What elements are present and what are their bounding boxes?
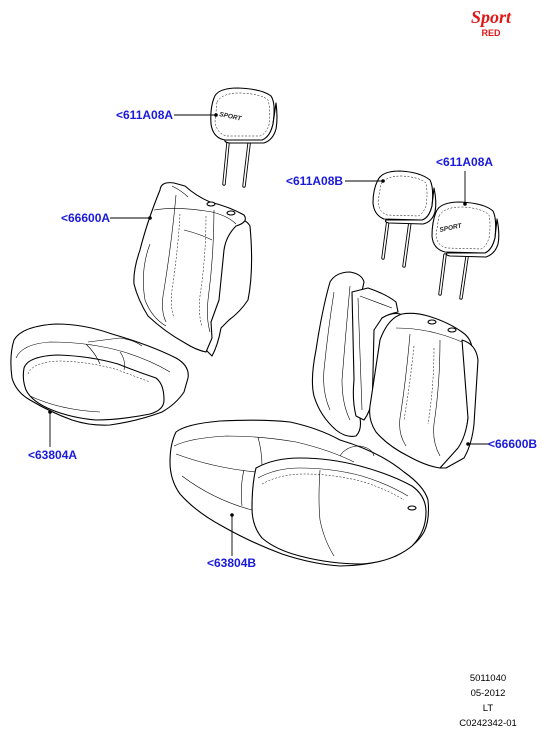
dot-cushion-rear [230, 513, 234, 517]
front-headrest-embroidery: SPORT [219, 111, 243, 123]
label-cushion-rear[interactable]: <63804B [207, 556, 256, 570]
rear-cushion-illustration[interactable] [169, 419, 430, 567]
logo-sub: RED [481, 28, 501, 38]
front-seatback-illustration[interactable] [133, 182, 253, 357]
drawing-code: 5011040 [469, 673, 507, 684]
label-cushion-front[interactable]: <63804A [28, 448, 77, 462]
rear-center-headrest-illustration[interactable] [372, 170, 437, 268]
sport-red-logo: Sport RED [461, 7, 521, 39]
label-headrest-front[interactable]: <611A08A [116, 108, 173, 122]
dot-headrest-rear-outer [463, 202, 467, 206]
dot-seatback-front [148, 216, 152, 220]
front-cushion-illustration[interactable] [10, 323, 189, 426]
rear-seatback-illustration[interactable] [311, 271, 479, 469]
drawing-lang: LT [482, 703, 494, 714]
front-headrest-illustration[interactable]: SPORT [210, 87, 278, 188]
drawing-info-block: 5011040 05-2012 LT C0242342-01 [443, 671, 533, 731]
label-seatback-rear[interactable]: <66600B [488, 437, 537, 451]
dot-headrest-front [214, 113, 218, 117]
drawing-ref: C0242342-01 [459, 718, 517, 729]
rear-headrest-embroidery: SPORT [439, 222, 463, 234]
dot-cushion-front [48, 410, 52, 414]
rear-outer-headrest-illustration[interactable]: SPORT [431, 201, 500, 300]
logo-word: Sport [470, 7, 512, 27]
drawing-date: 05-2012 [470, 688, 506, 699]
label-headrest-rear-center[interactable]: <611A08B [286, 174, 343, 188]
label-seatback-front[interactable]: <66600A [61, 211, 110, 225]
label-headrest-rear-outer[interactable]: <611A08A [436, 155, 493, 169]
dot-seatback-rear [466, 442, 470, 446]
dot-headrest-rear-center [381, 179, 385, 183]
